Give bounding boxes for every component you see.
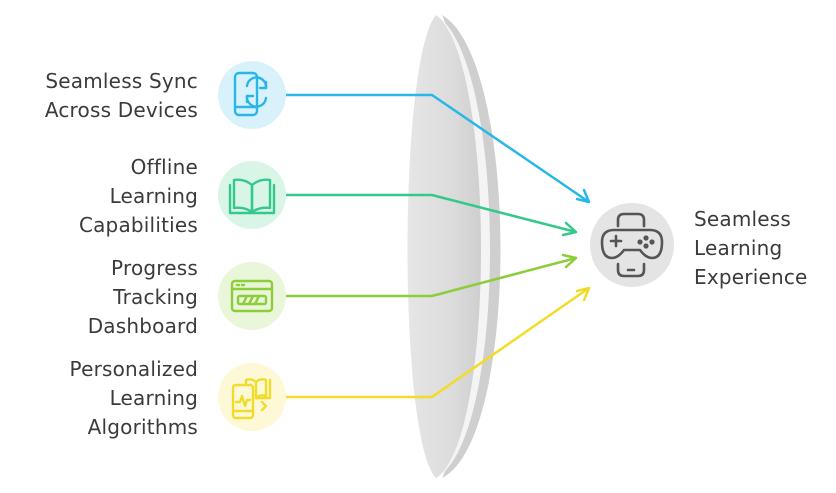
connector-1 bbox=[286, 93, 590, 204]
phone-sync-icon bbox=[233, 71, 268, 117]
phone-gamepad-icon bbox=[600, 212, 664, 278]
connectors bbox=[286, 93, 591, 399]
input-label-4-line-3: Algorithms bbox=[87, 415, 198, 439]
output-node bbox=[590, 203, 674, 287]
connector-3 bbox=[286, 256, 577, 298]
phone-book-icon bbox=[231, 378, 272, 420]
input-node-2 bbox=[218, 161, 286, 229]
output-label-line-3: Experience bbox=[694, 265, 808, 289]
input-label-4-line-1: Personalized bbox=[69, 357, 198, 381]
input-label-2-line-2: Learning bbox=[109, 184, 198, 208]
input-label-1-line-2: Across Devices bbox=[44, 98, 198, 122]
connector-4-arrow bbox=[575, 286, 591, 302]
input-label-1: Seamless Sync Across Devices bbox=[8, 67, 198, 125]
connector-4 bbox=[286, 286, 590, 399]
input-label-2-line-1: Offline bbox=[130, 155, 198, 179]
input-label-3-line-2: Tracking bbox=[113, 285, 198, 309]
input-label-3: Progress Tracking Dashboard bbox=[8, 254, 198, 341]
progress-bar-icon bbox=[230, 279, 274, 313]
output-circle bbox=[590, 203, 674, 287]
output-label-line-2: Learning bbox=[694, 236, 783, 260]
input-label-4: Personalized Learning Algorithms bbox=[8, 355, 198, 442]
input-label-1-line-1: Seamless Sync bbox=[45, 69, 198, 93]
input-node-1 bbox=[218, 61, 286, 129]
input-node-3 bbox=[218, 262, 286, 330]
input-label-3-line-3: Dashboard bbox=[87, 314, 198, 338]
connector-3-arrow bbox=[561, 253, 578, 269]
output-label-line-1: Seamless bbox=[694, 207, 792, 231]
input-label-2: Offline Learning Capabilities bbox=[8, 153, 198, 240]
connector-1-arrow bbox=[575, 188, 591, 204]
connector-2 bbox=[286, 193, 577, 234]
open-book-icon bbox=[228, 178, 276, 215]
input-label-4-line-2: Learning bbox=[109, 386, 198, 410]
input-label-2-line-3: Capabilities bbox=[78, 213, 198, 237]
lens-front bbox=[407, 15, 481, 478]
connector-2-arrow bbox=[561, 221, 578, 237]
input-label-3-line-1: Progress bbox=[111, 256, 198, 280]
lens-shape bbox=[407, 15, 501, 478]
input-node-4 bbox=[218, 363, 286, 431]
output-label: Seamless Learning Experience bbox=[694, 205, 808, 292]
